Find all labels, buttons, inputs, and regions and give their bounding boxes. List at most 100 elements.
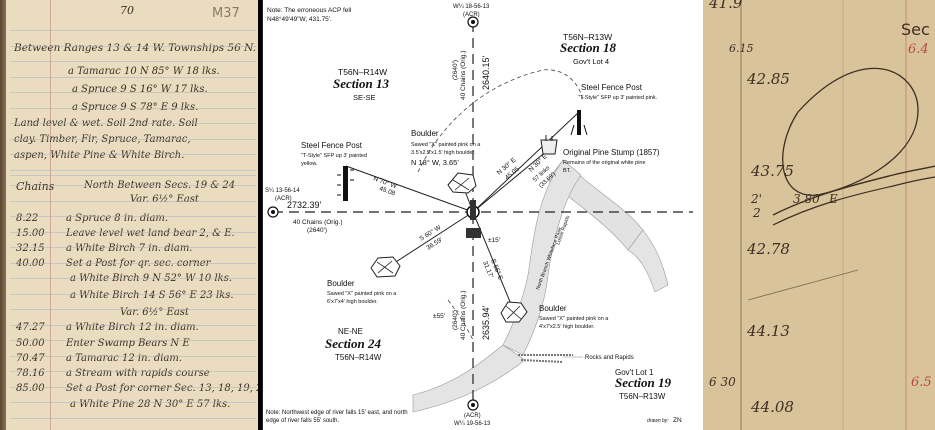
bearing-line-nw — [345, 165, 474, 213]
boulder-north — [447, 172, 477, 194]
rule-line — [10, 309, 256, 310]
plat-number: 6 30 — [709, 375, 736, 389]
drawn-by-label: drawn by: — [647, 418, 669, 424]
township-ne: T56N–R13W — [563, 32, 612, 42]
survey-map: Note: The erroneous ACP fell N48°49'49"W… — [262, 0, 704, 430]
steel-post-w-desc: "T-Style" SFP up 3' painted — [301, 153, 367, 159]
witness-line: a Tamarac 10 N 85° W 18 lks. — [68, 66, 220, 77]
township-se: T56N–R13W — [619, 392, 666, 401]
field-notebook-page: 70 M37 Between Ranges 13 & 14 W. Townshi… — [0, 0, 258, 430]
rule-line — [10, 107, 256, 109]
plat-number: 44.08 — [751, 398, 794, 416]
steel-fence-post-west — [337, 166, 354, 201]
plat-number-red: 6.4 — [908, 42, 929, 57]
boulder-southeast — [500, 301, 528, 323]
rule-line — [10, 61, 256, 62]
entry-chains: 40.00 — [16, 258, 45, 269]
plat-number: 2' — [751, 192, 762, 206]
bearing-line-ne2 — [472, 111, 580, 213]
rule-line — [10, 154, 256, 155]
rapids-hatch — [518, 354, 573, 363]
chains-west-label-2: (2640') — [307, 227, 327, 234]
boulder-north-desc: Sawed "X" painted pink on a — [411, 142, 481, 148]
river-segment — [412, 344, 526, 413]
steel-post-w-title: Steel Fence Post — [301, 141, 363, 150]
rule-line — [10, 216, 256, 217]
description-line: clay. Timber, Fir, Spruce, Tamarac, — [14, 134, 191, 145]
entry-chains: 47.27 — [16, 322, 45, 333]
entry-chains: 32.15 — [16, 243, 45, 254]
bottom-quarter-label: W¼ 19-56-13 — [454, 421, 491, 427]
river-segment — [627, 229, 669, 293]
rule-line — [10, 386, 256, 388]
arc-dashed — [447, 299, 474, 341]
west-quarter-label: S¼ 13-56-14 — [265, 188, 300, 194]
stump-desc-2: BT. — [563, 168, 571, 174]
page-ref: M37 — [212, 6, 240, 21]
witness-line: a Spruce 9 S 16° W 17 lks. — [72, 84, 208, 95]
description-line: aspen, White Pine & White Birch. — [14, 150, 185, 161]
boulder-southwest — [370, 256, 401, 278]
ne-ne-label: NE-NE — [338, 327, 363, 336]
plat-number: 3.80 — [793, 192, 820, 206]
rule-line — [10, 200, 256, 202]
entry-text: Var. 6½° East — [120, 307, 189, 318]
rule-line — [10, 92, 256, 93]
plat-number: 2 — [753, 206, 761, 220]
pine-stump — [540, 135, 558, 155]
stump-title: Original Pine Stump (1857) — [563, 148, 660, 157]
steel-post-ne-desc: "T-Style" SFP up 3' painted pink. — [578, 95, 658, 101]
entry-text: a Tamarac 12 in. diam. — [66, 353, 183, 364]
rule-line — [10, 123, 256, 124]
plat-number: 43.75 — [751, 162, 794, 180]
entry-text: Set a Post for corner Sec. 13, 18, 19, 2… — [66, 383, 258, 394]
rule-line — [10, 402, 256, 403]
rule-line — [10, 278, 256, 279]
note-bottom-2: edge of river falls 55' south. — [266, 418, 340, 424]
rule-line — [10, 138, 256, 140]
rule-line — [10, 340, 256, 341]
pm-15: ±15' — [488, 237, 500, 244]
quarter-corner-south — [467, 399, 479, 411]
township-nw: T56N–R14W — [338, 67, 387, 77]
drawn-by-name: ZN — [673, 417, 682, 424]
dist-north: 2640.15' — [481, 55, 491, 90]
rule-line — [10, 293, 256, 295]
rocks-label: Rocks and Rapids — [585, 355, 634, 361]
plat-number-red: 6.5 — [911, 375, 932, 390]
plat-number: 42.78 — [747, 240, 790, 258]
rule-line — [10, 45, 256, 47]
chains-south-label-2: (2640') — [452, 310, 459, 330]
rule-line — [10, 371, 256, 372]
bearing-line-ne — [472, 149, 549, 213]
plat-number: 41.9 — [709, 0, 743, 12]
bearing-line-sw — [384, 211, 474, 270]
boulder-se-desc: Sawed "X" painted pink on a — [539, 316, 609, 322]
entry-text: Leave level wet land bear 2, & E. — [66, 228, 235, 239]
rule-line — [10, 231, 256, 233]
rule-line — [10, 355, 256, 357]
entry-text: a Stream with rapids course — [66, 368, 210, 379]
boulder-sw-desc: Sawed "X" painted pink on a — [327, 291, 397, 297]
boulder-se-desc-2: 4'x7'x2.5' high boulder. — [539, 324, 595, 330]
steel-fence-post-ne — [570, 110, 588, 136]
rule-line — [10, 247, 256, 248]
chains-north-label-2: (2640') — [452, 60, 459, 80]
notebook-spine — [0, 0, 6, 430]
entry-chains: 50.00 — [16, 338, 45, 349]
notebook-heading: Between Ranges 13 & 14 W. Townships 56 N… — [14, 42, 256, 54]
rule-line — [10, 175, 256, 176]
township-sw: T56N–R14W — [335, 353, 382, 362]
entry-text: a Spruce 8 in. diam. — [66, 213, 169, 224]
section-24-label: Section 24 — [325, 336, 381, 351]
entry-chains: 70.47 — [16, 353, 45, 364]
entry-text: a White Birch 14 S 56° E 23 lks. — [70, 290, 234, 301]
boulder-se-title: Boulder — [539, 304, 567, 313]
entry-chains: 15.00 — [16, 228, 45, 239]
rule-line — [10, 262, 256, 264]
arc-dashed — [417, 69, 584, 173]
top-quarter-acr: (ACR) — [463, 12, 480, 18]
chains-column-header: Chains — [16, 180, 55, 193]
rule-line — [10, 324, 256, 326]
